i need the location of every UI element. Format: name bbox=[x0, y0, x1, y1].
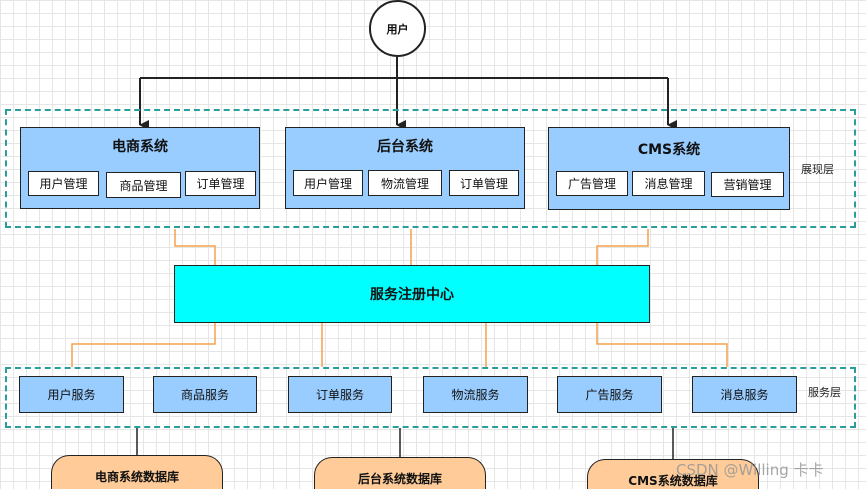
service-layer-label: 服务层 bbox=[808, 386, 841, 399]
module-order-management: 订单管理 bbox=[185, 171, 256, 196]
database-label: CMS系统数据库 bbox=[628, 474, 718, 488]
user-to-systems-arrows bbox=[139, 57, 677, 130]
module-marketing-management: 营销管理 bbox=[711, 172, 784, 197]
database-ecommerce: 电商系统数据库 bbox=[51, 455, 223, 489]
module-order-management: 订单管理 bbox=[449, 170, 519, 196]
service-message: 消息服务 bbox=[692, 376, 797, 413]
system-title: CMS系统 bbox=[637, 142, 701, 158]
system-title: 后台系统 bbox=[377, 139, 433, 155]
service-product: 商品服务 bbox=[153, 376, 257, 413]
systems-to-registry-lines bbox=[174, 229, 649, 265]
module-product-management: 商品管理 bbox=[106, 172, 181, 198]
service-logistics: 物流服务 bbox=[423, 376, 528, 413]
system-cms: CMS系统 广告管理 消息管理 营销管理 bbox=[548, 127, 790, 210]
service-layer bbox=[5, 367, 856, 428]
database-label: 后台系统数据库 bbox=[357, 472, 442, 486]
user-label: 用户 bbox=[386, 22, 409, 36]
registry-to-services-lines bbox=[71, 323, 728, 367]
presentation-layer bbox=[5, 109, 856, 228]
service-order: 订单服务 bbox=[288, 376, 392, 413]
system-ecommerce: 电商系统 用户管理 商品管理 订单管理 bbox=[20, 127, 260, 209]
service-registry: 服务注册中心 bbox=[174, 265, 650, 323]
services-to-databases-lines bbox=[136, 428, 674, 459]
presentation-layer-label: 展现层 bbox=[801, 163, 834, 176]
database-label: 电商系统数据库 bbox=[94, 470, 179, 484]
user-node: 用户 bbox=[369, 0, 426, 57]
database-backoffice: 后台系统数据库 bbox=[314, 457, 486, 489]
module-ad-management: 广告管理 bbox=[556, 171, 628, 196]
module-user-management: 用户管理 bbox=[28, 171, 99, 196]
module-user-management: 用户管理 bbox=[293, 170, 363, 196]
module-message-management: 消息管理 bbox=[632, 171, 705, 196]
service-user: 用户服务 bbox=[19, 376, 124, 413]
system-backoffice: 后台系统 用户管理 物流管理 订单管理 bbox=[285, 127, 525, 209]
module-logistics-management: 物流管理 bbox=[368, 170, 442, 196]
system-title: 电商系统 bbox=[112, 139, 168, 155]
service-ad: 广告服务 bbox=[557, 376, 662, 413]
service-registry-label: 服务注册中心 bbox=[370, 287, 454, 303]
watermark: CSDN @Willing 卡卡 bbox=[676, 461, 824, 479]
database-cms: CMS系统数据库 bbox=[587, 459, 759, 489]
